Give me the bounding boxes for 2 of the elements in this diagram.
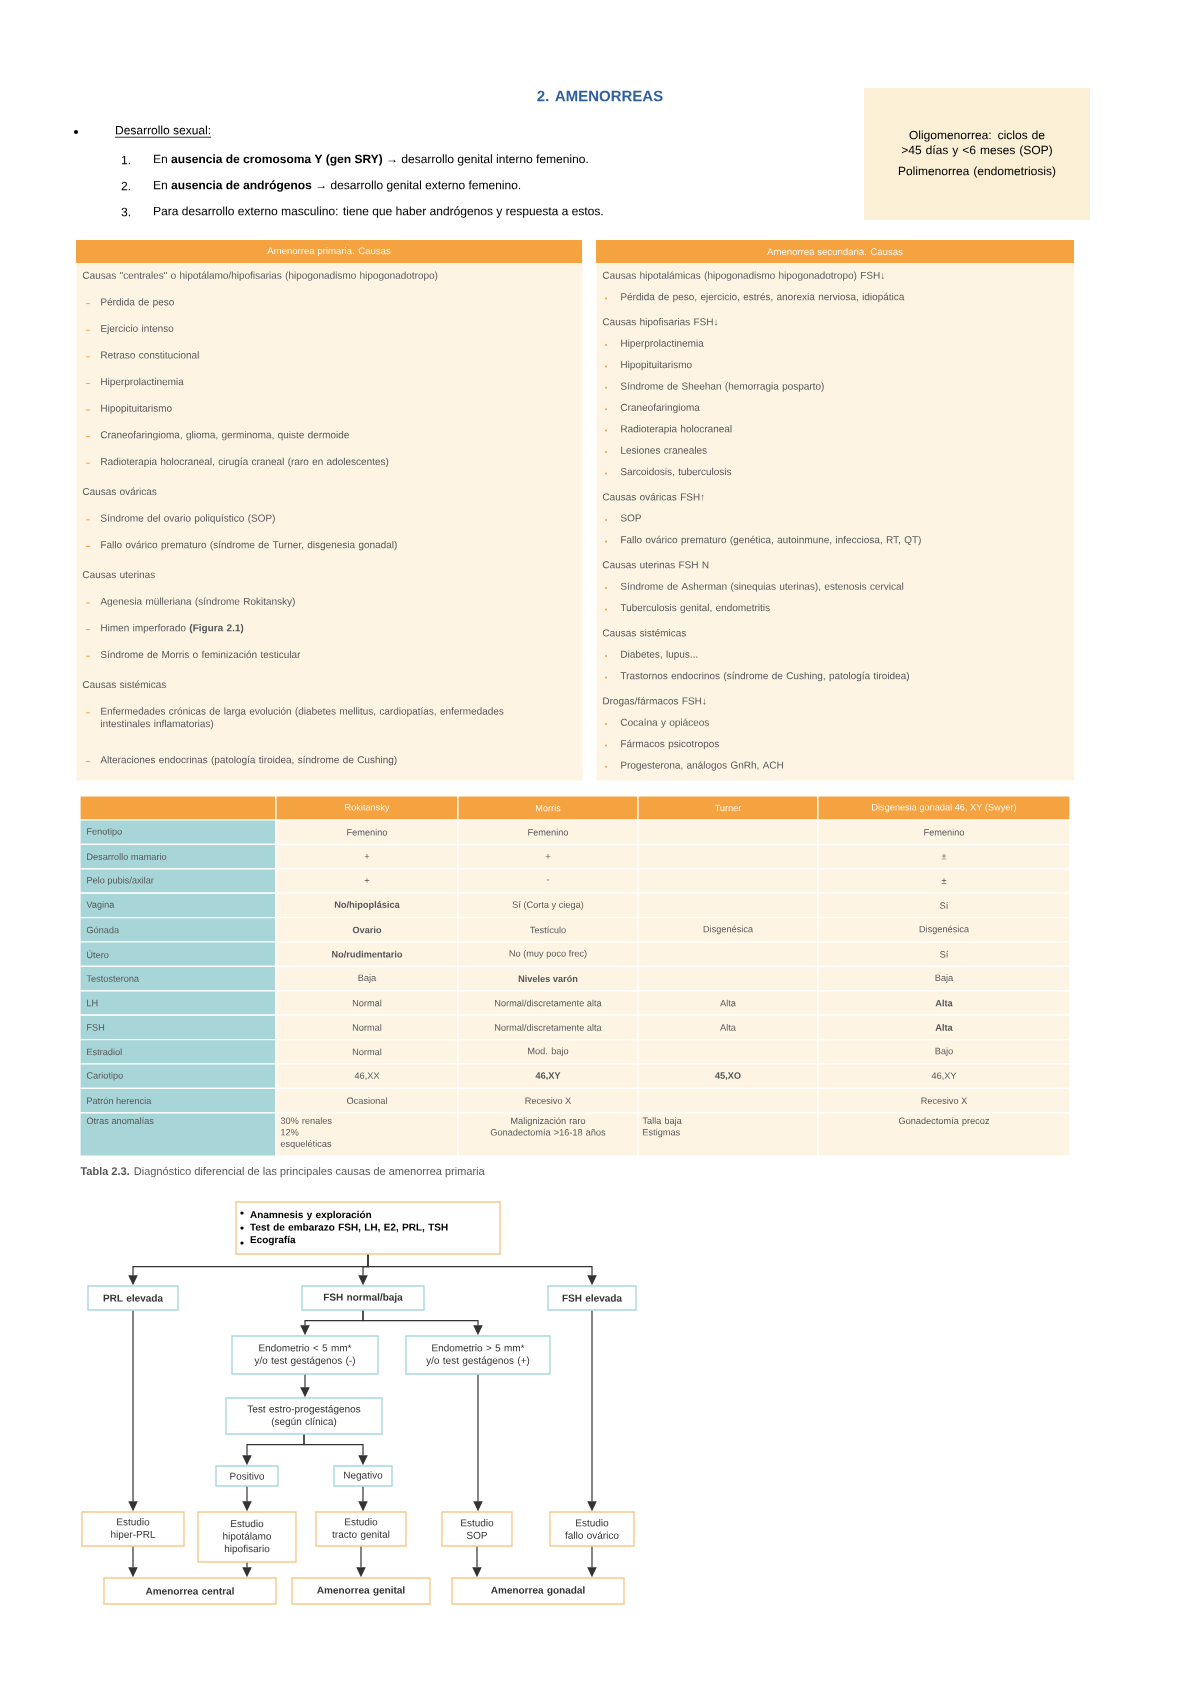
causes-panel: [76, 240, 583, 781]
causes-panel: [596, 240, 1075, 781]
